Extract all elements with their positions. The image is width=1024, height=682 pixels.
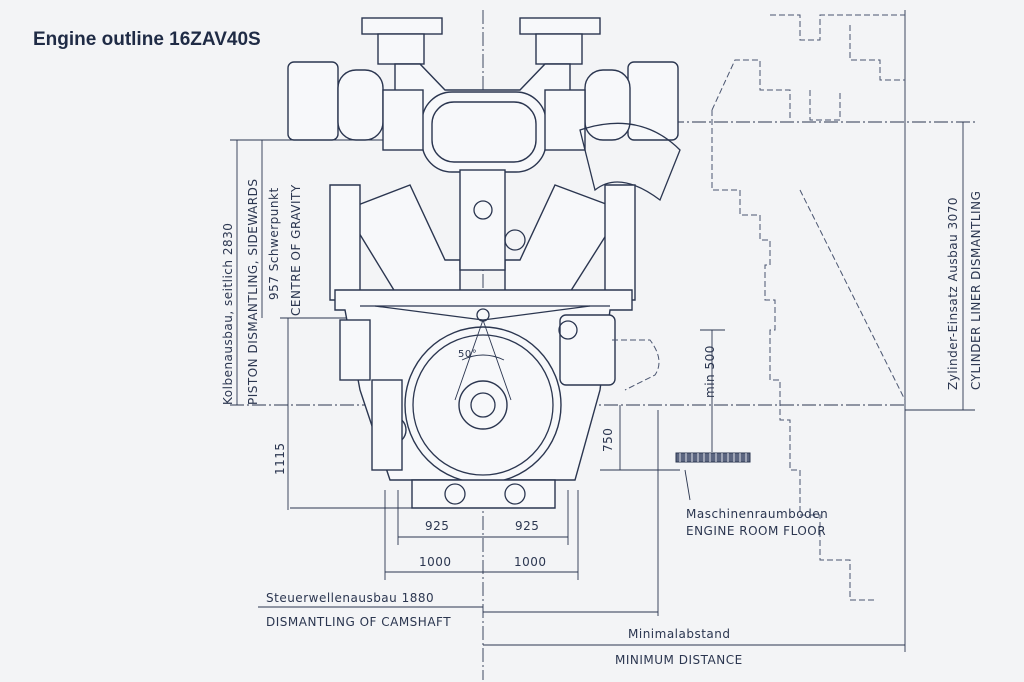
page-title: Engine outline 16ZAV40S bbox=[33, 29, 261, 50]
engine-room-floor-plate bbox=[675, 452, 751, 463]
camshaft-de-label: Steuerwellenausbau 1880 bbox=[266, 591, 434, 605]
min-distance-de-label: Minimalabstand bbox=[628, 627, 731, 641]
camshaft-en-label: DISMANTLING OF CAMSHAFT bbox=[266, 615, 451, 629]
piston-dismantling-de-label: Kolbenausbau, seitlich 2830 bbox=[221, 223, 235, 405]
dim-925-right: 925 bbox=[515, 519, 539, 533]
angle-label: 50° bbox=[458, 349, 477, 360]
floor-de-label: Maschinenraumboden bbox=[686, 507, 828, 521]
min-distance-en-label: MINIMUM DISTANCE bbox=[615, 653, 743, 667]
cog-en-label: CENTRE OF GRAVITY bbox=[289, 184, 303, 316]
engine-body bbox=[287, 17, 681, 509]
labels: Kolbenausbau, seitlich 2830 PISTON DISMA… bbox=[221, 179, 983, 667]
machine-room-structure bbox=[711, 14, 906, 601]
dim-925-left: 925 bbox=[425, 519, 449, 533]
piston-dismantling-en-label: PISTON DISMANTLING, SIDEWARDS bbox=[246, 179, 260, 405]
liner-en-label: CYLINDER LINER DISMANTLING bbox=[969, 191, 983, 390]
cog-de-label: 957 Schwerpunkt bbox=[267, 187, 281, 300]
dim-1000-right: 1000 bbox=[514, 555, 547, 569]
min-500-label: min 500 bbox=[703, 345, 717, 398]
dim-1000-left: 1000 bbox=[419, 555, 452, 569]
dim-750: 750 bbox=[601, 428, 615, 452]
floor-en-label: ENGINE ROOM FLOOR bbox=[686, 524, 826, 538]
liner-de-label: Zylinder-Einsatz Ausbau 3070 bbox=[946, 197, 960, 390]
dim-1115: 1115 bbox=[273, 442, 287, 475]
